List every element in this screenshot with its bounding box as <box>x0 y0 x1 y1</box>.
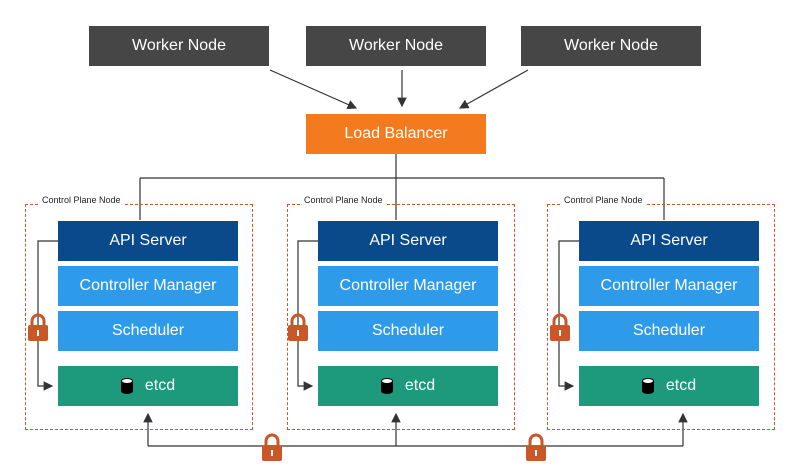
scheduler: Scheduler <box>318 311 498 351</box>
api-server: API Server <box>318 221 498 261</box>
scheduler: Scheduler <box>58 311 238 351</box>
lock-icon <box>550 313 570 341</box>
lock-icon <box>288 313 308 341</box>
control-plane-node-3: Control Plane Node <box>547 195 775 430</box>
scheduler: Scheduler <box>579 311 759 351</box>
lock-icon <box>526 433 546 461</box>
etcd-label: etcd <box>144 377 176 394</box>
control-plane-label: Control Plane Node <box>560 195 647 205</box>
etcd: etcd <box>58 366 238 406</box>
lock-icon <box>28 313 48 341</box>
control-plane-node-1: Control Plane Node <box>25 195 253 430</box>
controller-manager: Controller Manager <box>58 266 238 306</box>
load-balancer: Load Balancer <box>306 114 486 154</box>
etcd-label: etcd <box>404 377 436 394</box>
api-server: API Server <box>579 221 759 261</box>
controller-manager: Controller Manager <box>318 266 498 306</box>
etcd-label: etcd <box>665 377 697 394</box>
database-icon <box>641 378 654 394</box>
database-icon <box>120 378 133 394</box>
api-server: API Server <box>58 221 238 261</box>
lock-icon <box>262 433 282 461</box>
worker-node-3: Worker Node <box>521 26 701 66</box>
worker-node-1: Worker Node <box>89 26 269 66</box>
etcd: etcd <box>579 366 759 406</box>
database-icon <box>380 378 393 394</box>
control-plane-node-2: Control Plane Node <box>287 195 515 430</box>
etcd: etcd <box>318 366 498 406</box>
control-plane-label: Control Plane Node <box>38 195 125 205</box>
control-plane-label: Control Plane Node <box>300 195 387 205</box>
controller-manager: Controller Manager <box>579 266 759 306</box>
worker-node-2: Worker Node <box>306 26 486 66</box>
